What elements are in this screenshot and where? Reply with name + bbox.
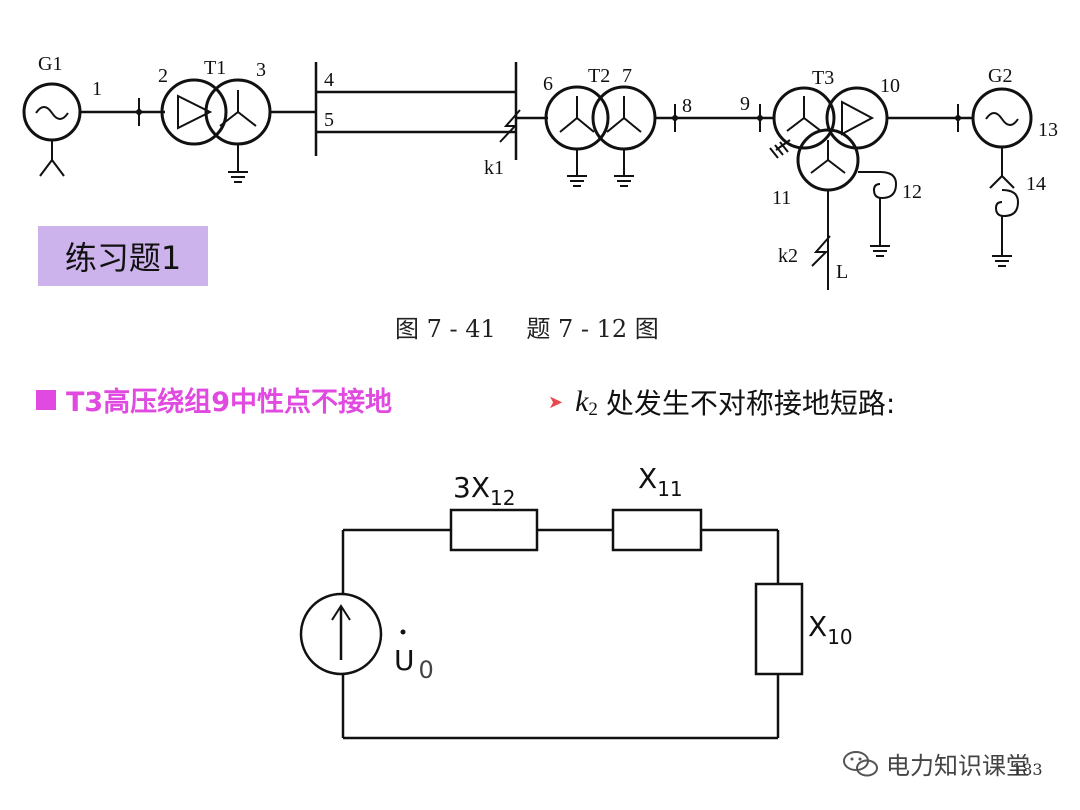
label-node-4: 4 xyxy=(324,69,334,91)
page-number: 183 xyxy=(1012,760,1043,779)
label-load: L xyxy=(836,261,848,283)
label-node-8: 8 xyxy=(682,95,692,117)
figure-caption: 图 7 - 41 题 7 - 12 图 xyxy=(395,315,659,343)
task-k-sub: 2 xyxy=(588,399,598,420)
label-node-2: 2 xyxy=(158,65,168,87)
label-3x12-sub: 12 xyxy=(490,486,515,510)
label-node-3: 3 xyxy=(256,59,266,81)
svg-text:U0: U0 xyxy=(394,644,434,684)
label-source-sub: 0 xyxy=(419,656,434,684)
label-fault-k2: k2 xyxy=(778,245,798,267)
label-node-9: 9 xyxy=(740,93,750,115)
label-node-11: 11 xyxy=(772,187,791,209)
wechat-icon xyxy=(843,750,878,776)
equivalent-circuit xyxy=(299,508,804,740)
label-t2: T2 xyxy=(588,65,610,87)
label-fault-k1: k1 xyxy=(484,157,504,179)
label-g1: G1 xyxy=(38,53,62,75)
label-node-7: 7 xyxy=(622,65,632,87)
svg-text:X11: X11 xyxy=(638,462,683,501)
label-t1: T1 xyxy=(204,57,226,79)
exercise-title-box: 练习题1 xyxy=(38,226,208,286)
label-3x12-main: 3X xyxy=(453,471,490,504)
watermark-text: 电力知识课堂 xyxy=(886,752,1030,780)
double-transmission-line xyxy=(314,62,521,160)
condition-text: T3高压绕组9中性点不接地 xyxy=(66,387,392,418)
resistor-x11 xyxy=(611,508,703,552)
condition-line: T3高压绕组9中性点不接地 xyxy=(36,380,392,419)
label-node-13: 13 xyxy=(1038,119,1058,141)
label-node-5: 5 xyxy=(324,109,334,131)
label-node-14: 14 xyxy=(1026,173,1046,195)
label-node-12: 12 xyxy=(902,181,922,203)
label-x10-sub: 10 xyxy=(827,625,852,649)
svg-text:3X12: 3X12 xyxy=(453,471,515,510)
task-k: k xyxy=(575,385,589,418)
label-x11-sub: 11 xyxy=(657,477,682,501)
label-source-main: U xyxy=(394,644,415,677)
task-line: ➤ k 2 处发生不对称接地短路: xyxy=(548,382,895,422)
label-node-1: 1 xyxy=(92,78,102,100)
arrow-bullet-icon: ➤ xyxy=(548,391,564,413)
resistor-x10 xyxy=(754,582,804,676)
square-bullet-icon xyxy=(36,389,56,410)
voltage-source xyxy=(299,592,383,676)
generator-g2 xyxy=(971,87,1033,267)
label-g2: G2 xyxy=(988,65,1012,87)
task-text: 处发生不对称接地短路: xyxy=(605,387,896,420)
label-x11-main: X xyxy=(638,462,657,495)
label-node-6: 6 xyxy=(543,73,553,95)
generator-g1 xyxy=(22,82,82,177)
svg-text:X10: X10 xyxy=(808,610,853,649)
watermark: 电力知识课堂 xyxy=(842,746,1030,781)
transformer-t2 xyxy=(544,85,657,187)
exercise-title: 练习题1 xyxy=(64,239,182,277)
label-node-10: 10 xyxy=(880,75,900,97)
label-x10-main: X xyxy=(808,610,827,643)
transformer-t1 xyxy=(160,78,272,183)
resistor-3x12 xyxy=(449,508,539,552)
label-t3: T3 xyxy=(812,67,834,89)
